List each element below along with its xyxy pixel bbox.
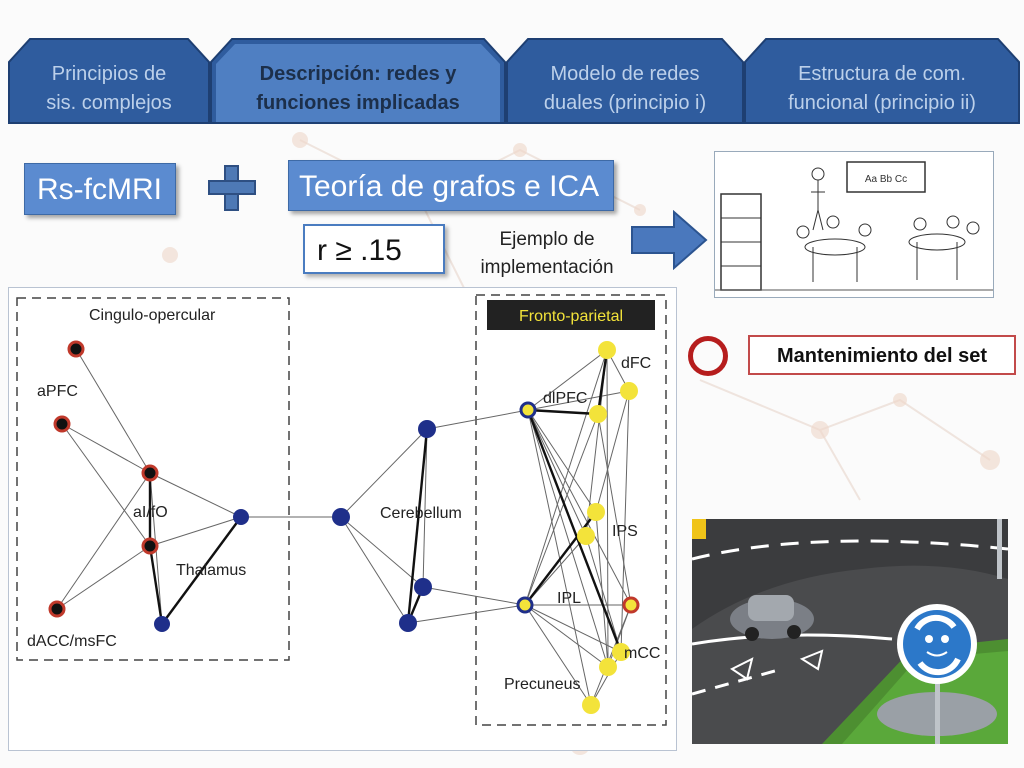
node-dlpfc-right <box>589 405 607 423</box>
network-graph: Cingulo-opercular Fronto-parietal <box>16 294 667 726</box>
tab-modelo[interactable]: Modelo de redes duales (principio i) <box>506 38 744 124</box>
node-cerebellum-left <box>332 508 350 526</box>
node-cerebellum-mid <box>414 578 432 596</box>
node-aifo-upper <box>141 464 159 482</box>
node-dlpfc <box>519 401 537 419</box>
cingulo-module-box <box>16 297 290 661</box>
node-apfc-top <box>67 340 85 358</box>
node-ipl-right <box>622 596 640 614</box>
node-labels: aPFC aI/fO Thalamus dACC/msFC Cerebellum… <box>27 355 660 693</box>
threshold-value: r ≥ .15 <box>303 224 445 274</box>
node-dfc-top <box>598 341 616 359</box>
node-thalamus <box>233 509 249 525</box>
node-cerebellum-top <box>418 420 436 438</box>
tab-shape <box>744 38 1020 124</box>
tab-principios[interactable]: Principios de sis. complejos <box>8 38 210 124</box>
label-dfc: dFC <box>621 355 651 372</box>
node-dacc <box>48 600 66 618</box>
tab-shape <box>210 38 506 124</box>
legend-label: Mantenimiento del set <box>748 335 1016 375</box>
fronto-title: Fronto-parietal <box>519 308 623 325</box>
example-caption: Ejemplo de implementación <box>458 226 636 282</box>
graph-theory-label: Teoría de grafos e ICA <box>288 160 614 211</box>
tab-label-line2: duales (principio i) <box>543 92 707 114</box>
rs-fcmri-label: Rs-fcMRI <box>24 163 176 215</box>
tab-descripcion[interactable]: Descripción: redes y funciones implicadas <box>210 38 506 124</box>
tab-label-line1: Principios de <box>51 63 167 85</box>
example-line2: implementación <box>480 257 614 278</box>
fronto-title-bg <box>487 300 655 330</box>
node-aifo-lower <box>141 537 159 555</box>
legend-ring-icon <box>688 336 728 376</box>
tab-shape <box>8 38 210 124</box>
tab-label-line1: Modelo de redes <box>550 63 700 85</box>
label-cerebellum: Cerebellum <box>380 505 462 522</box>
label-dacc: dACC/msFC <box>27 633 117 650</box>
label-aifo: aI/fO <box>133 504 168 521</box>
label-ips: IPS <box>612 523 638 540</box>
classroom-illustration: Aa Bb Cc <box>714 151 994 298</box>
tab-estructura[interactable]: Estructura de com. funcional (principio i… <box>744 38 1020 124</box>
edges <box>56 348 632 706</box>
node-ips-upper <box>587 503 605 521</box>
tab-shape <box>506 38 744 124</box>
node-mcc <box>612 643 630 661</box>
right-arrow-icon <box>631 210 708 270</box>
brain-network-diagram: Cingulo-opercular Fronto-parietal <box>8 287 677 751</box>
tab-label-line1: Estructura de com. <box>798 63 966 85</box>
fronto-module-box <box>475 294 667 726</box>
node-dfc <box>620 382 638 400</box>
plus-icon <box>208 165 256 211</box>
label-dlpfc: dlPFC <box>543 390 587 407</box>
roundabout-illustration <box>692 519 1008 744</box>
node-ipl <box>516 596 534 614</box>
label-apfc: aPFC <box>37 383 78 400</box>
example-line1: Ejemplo de <box>499 229 595 250</box>
node-apfc <box>53 415 71 433</box>
cingulo-title: Cingulo-opercular <box>89 307 216 324</box>
node-precuneus-upper <box>599 658 617 676</box>
hub-nodes <box>154 420 436 632</box>
label-mcc: mCC <box>624 645 660 662</box>
node-cerebellum-bottom <box>399 614 417 632</box>
tab-label-line1: Descripción: redes y <box>259 63 457 85</box>
node-ips <box>577 527 595 545</box>
fronto-nodes <box>516 341 640 714</box>
tab-label-line2: funciones implicadas <box>256 92 460 114</box>
label-ipl: IPL <box>557 590 581 607</box>
node-precuneus <box>582 696 600 714</box>
label-precuneus: Precuneus <box>504 676 581 693</box>
classroom-drawing: Aa Bb Cc <box>715 161 993 291</box>
node-thalamus-lower <box>154 616 170 632</box>
cingulo-nodes <box>48 340 159 618</box>
board-text: Aa Bb Cc <box>865 174 907 185</box>
tab-label-line2: sis. complejos <box>46 92 172 114</box>
tab-label-line2: funcional (principio ii) <box>788 92 976 114</box>
label-thalamus: Thalamus <box>176 562 246 579</box>
